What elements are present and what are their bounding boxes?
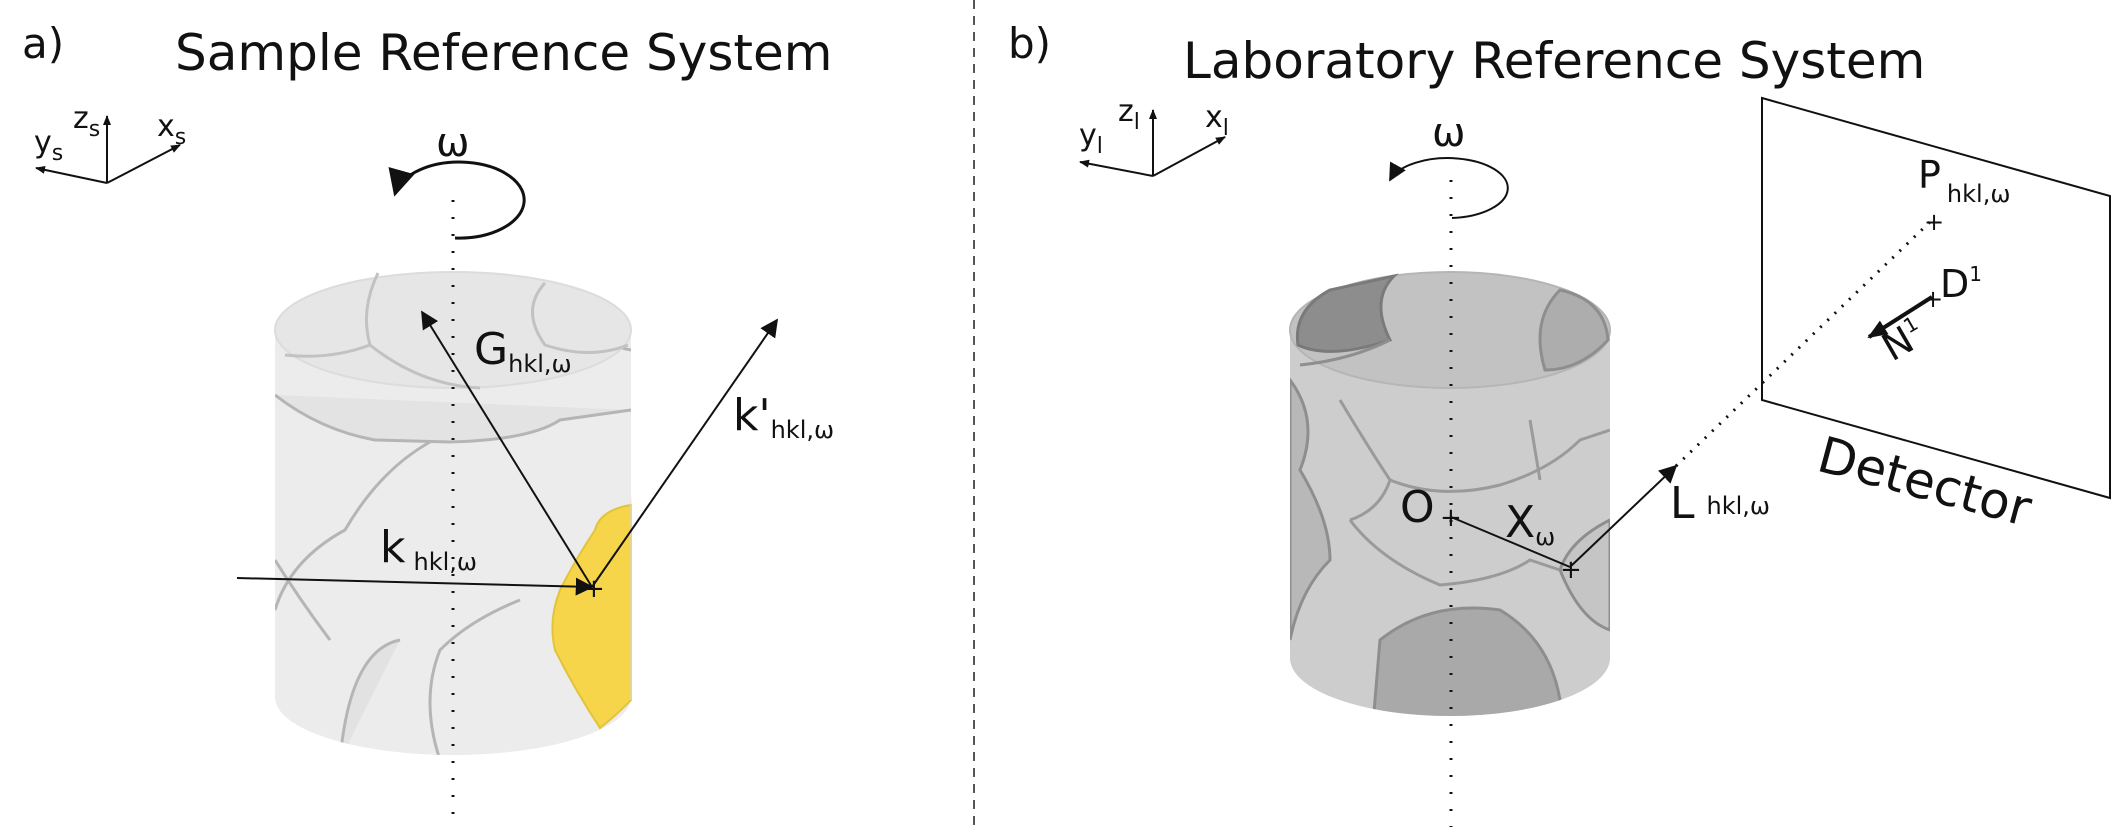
vector-X — [1450, 516, 1571, 568]
detector-label: Detector — [1812, 426, 2038, 539]
detector-normal-label: N1 — [1875, 311, 1933, 370]
panel-b-label: b) — [1008, 19, 1051, 68]
vector-k-incident — [236, 577, 594, 596]
panel-a-label: a) — [22, 19, 64, 68]
rotation-omega-b: ω — [1432, 110, 1466, 156]
lab-cylinder — [1289, 271, 1611, 716]
panel-b: b) Laboratory Reference System zl xl yl — [1008, 19, 2111, 827]
intersection-mark-a: + — [583, 574, 605, 604]
panel-a: a) Sample Reference System zs xs ys — [22, 19, 834, 827]
detector-normal-vector — [1867, 295, 1934, 339]
lab-axes-triad: zl xl yl — [1079, 94, 1229, 177]
axis-y-label: yl — [1079, 118, 1103, 159]
vector-k-diffracted-label: k'hkl,ω — [733, 390, 834, 444]
detector-plane — [1761, 96, 2111, 500]
vector-L — [1569, 464, 1678, 568]
vector-k-diffracted — [591, 318, 779, 588]
axis-z-label: zl — [1118, 94, 1140, 135]
rotation-omega-a: ω — [436, 120, 470, 166]
panel-a-title: Sample Reference System — [175, 24, 833, 82]
axis-y-label: ys — [34, 125, 63, 166]
grain-center-mark: + — [1560, 555, 1582, 585]
vector-G — [421, 310, 593, 588]
axis-z-label: zs — [73, 101, 100, 142]
sample-cylinder — [274, 271, 632, 755]
axis-x-label: xs — [157, 109, 186, 150]
detector-distance-mark: + — [1923, 285, 1943, 313]
axis-x-label: xl — [1205, 100, 1229, 141]
vector-X-label: Xω — [1505, 497, 1555, 551]
rotation-arrow-a — [388, 160, 526, 240]
rotation-arrow-b — [1389, 157, 1509, 219]
panel-b-title: Laboratory Reference System — [1183, 32, 1925, 90]
vector-G-label: Ghkl,ω — [474, 324, 572, 378]
hit-point-mark: + — [1924, 208, 1944, 236]
sample-axes-triad: zs xs ys — [34, 101, 186, 184]
origin-label: O — [1400, 482, 1435, 533]
detector-distance-label: D1 — [1940, 262, 1982, 306]
